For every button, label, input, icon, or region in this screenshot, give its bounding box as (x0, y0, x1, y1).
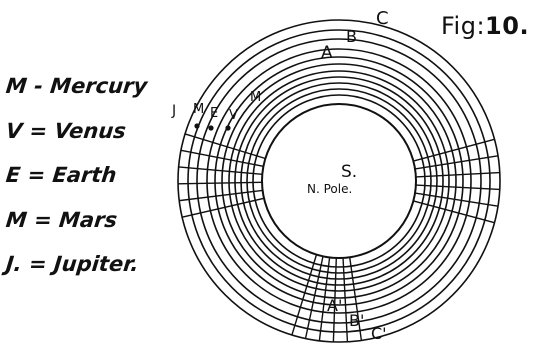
radial-spoke (178, 182, 262, 183)
planet-letter-m-outer: M (250, 90, 261, 105)
radial-spoke (179, 190, 262, 200)
center-sublabel: N. Pole. (307, 182, 352, 196)
planet-letter-e: E (210, 106, 218, 121)
center-label: S. (341, 162, 357, 182)
ring-label-c-prime: C' (371, 324, 387, 343)
planet-dot (208, 125, 213, 130)
inner-pole-circle (262, 104, 416, 258)
ring-label-b: B (346, 27, 357, 46)
radial-spoke (343, 258, 347, 342)
ring-label-a: A (321, 43, 333, 63)
planet-letter-m: M (193, 102, 204, 117)
orbit-ring (197, 39, 481, 323)
radial-spoke (179, 167, 263, 174)
orbit-ring (188, 30, 490, 332)
orbit-ring (178, 20, 500, 342)
planet-letter-j: J (171, 103, 176, 119)
radial-spoke (306, 256, 323, 338)
planet-letter-v: V (229, 108, 238, 123)
orbit-ring (253, 95, 425, 267)
radial-spoke (416, 173, 500, 177)
orbit-ring (247, 89, 431, 273)
ring-label-b-prime: B' (349, 311, 364, 330)
ring-label-c: C (376, 8, 389, 29)
orbit-ring (235, 77, 443, 285)
radial-spoke (416, 185, 500, 189)
orbit-rings (178, 20, 500, 342)
planet-dot (225, 125, 230, 130)
ring-label-a-prime: A' (327, 296, 342, 315)
planet-dot (194, 123, 199, 128)
orbit-ring (241, 83, 437, 279)
